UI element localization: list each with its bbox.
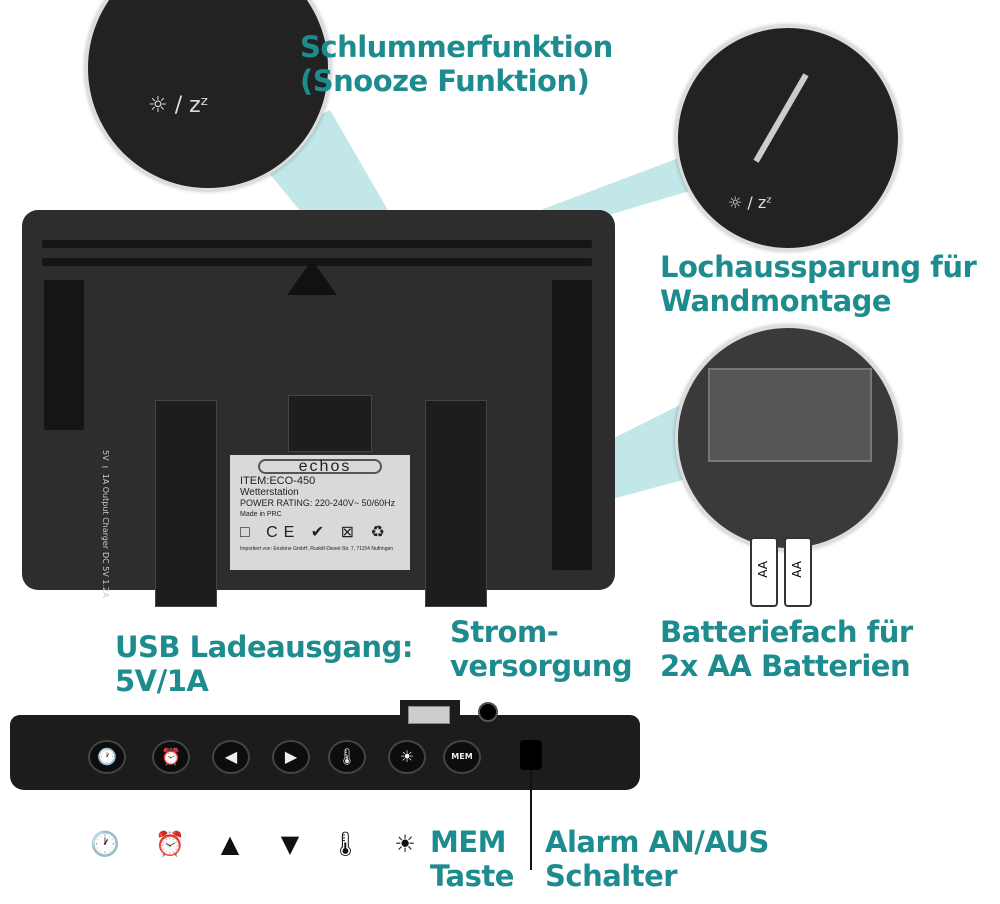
- callout-line: Strom-: [450, 615, 559, 649]
- up-button[interactable]: ◀: [212, 740, 250, 774]
- stand-middle: [288, 395, 372, 452]
- vent-row: [42, 240, 592, 248]
- callout-line: Lochaussparung für: [660, 250, 977, 284]
- origin: Made in PRC: [240, 511, 282, 518]
- vent-left: [44, 280, 84, 430]
- temperature-button[interactable]: 🌡: [328, 740, 366, 774]
- callout-usb: USB Ladeausgang: 5V/1A: [115, 630, 413, 698]
- product-label: echos ITEM:ECO-450 Wetterstation POWER R…: [230, 455, 410, 570]
- product-name: Wetterstation: [240, 487, 299, 498]
- alarm-clock-icon: ⏰: [155, 830, 185, 858]
- item-number: ITEM:ECO-450: [240, 475, 316, 487]
- battery-zoom-circle: [675, 325, 901, 551]
- usb-port-housing: [400, 700, 460, 730]
- clock-icon: 🕐: [90, 830, 120, 858]
- callout-line: 2x AA Batterien: [660, 649, 911, 683]
- callout-line: versorgung: [450, 649, 633, 683]
- callout-power: Strom- versorgung: [450, 615, 633, 683]
- battery-compartment: [708, 368, 872, 462]
- snooze-zoom-circle: ☼ / zᶻ: [85, 0, 331, 191]
- callout-line: (Snooze Funktion): [300, 64, 590, 98]
- light-snooze-button[interactable]: ☀: [388, 740, 426, 774]
- stand-right: [425, 400, 487, 607]
- battery-label: AA: [790, 561, 804, 578]
- importer: Importiert von: Enstone GmbH, Rudolf-Die…: [240, 546, 394, 552]
- usb-port-label: 5V ⎓ 1A Output Charger: [101, 450, 110, 550]
- triangle-up-icon: ▲: [220, 830, 240, 858]
- mem-button[interactable]: MEM: [443, 740, 481, 774]
- callout-line: Wandmontage: [660, 284, 892, 318]
- snooze-icon: ☼ / zᶻ: [728, 193, 773, 212]
- callout-line: Batteriefach für: [660, 615, 913, 649]
- callout-line: Taste: [430, 859, 514, 893]
- pin-icon: [753, 73, 809, 163]
- callout-mem: MEM Taste: [430, 825, 514, 893]
- power-rating: POWER RATING: 220-240V~ 50/60Hz: [240, 498, 396, 508]
- callout-line: Schalter: [545, 859, 678, 893]
- wallmount-zoom-circle: ☼ / zᶻ: [675, 25, 901, 251]
- thermometer-icon: 🌡: [330, 830, 361, 858]
- vent-right: [552, 280, 592, 570]
- down-button[interactable]: ▶: [272, 740, 310, 774]
- battery-aa: AA: [784, 537, 812, 607]
- callout-alarm-switch: Alarm AN/AUS Schalter: [545, 825, 769, 893]
- callout-battery: Batteriefach für 2x AA Batterien: [660, 615, 913, 683]
- triangle-down-icon: ▼: [280, 830, 300, 858]
- certification-icons: □ CE ✔ ⊠ ♻: [240, 524, 391, 541]
- alarm-switch[interactable]: [520, 740, 542, 770]
- dc-port-label: DC 5V 1.2A: [101, 551, 110, 598]
- callout-line: USB Ladeausgang:: [115, 630, 413, 664]
- sun-icon: ☀: [394, 830, 416, 858]
- callout-line: MEM: [430, 825, 507, 859]
- dc-power-port: [478, 702, 498, 722]
- stand-left: [155, 400, 217, 607]
- switch-pointer-line: [530, 770, 532, 870]
- callout-wallmount: Lochaussparung für Wandmontage: [660, 250, 977, 318]
- clock-button[interactable]: 🕐: [88, 740, 126, 774]
- alarm-button[interactable]: ⏰: [152, 740, 190, 774]
- snooze-icon: ☼ / zᶻ: [148, 93, 209, 118]
- usb-port: [408, 706, 450, 724]
- callout-line: 5V/1A: [115, 664, 209, 698]
- battery-label: AA: [756, 561, 770, 578]
- battery-aa: AA: [750, 537, 778, 607]
- vent-row: [42, 258, 592, 266]
- brand-logo: echos: [258, 459, 382, 475]
- callout-snooze: Schlummerfunktion (Snooze Funktion): [300, 30, 613, 98]
- callout-line: Schlummerfunktion: [300, 30, 613, 64]
- port-label: 5V ⎓ 1A Output Charger DC 5V 1.2A: [100, 450, 110, 597]
- callout-line: Alarm AN/AUS: [545, 825, 769, 859]
